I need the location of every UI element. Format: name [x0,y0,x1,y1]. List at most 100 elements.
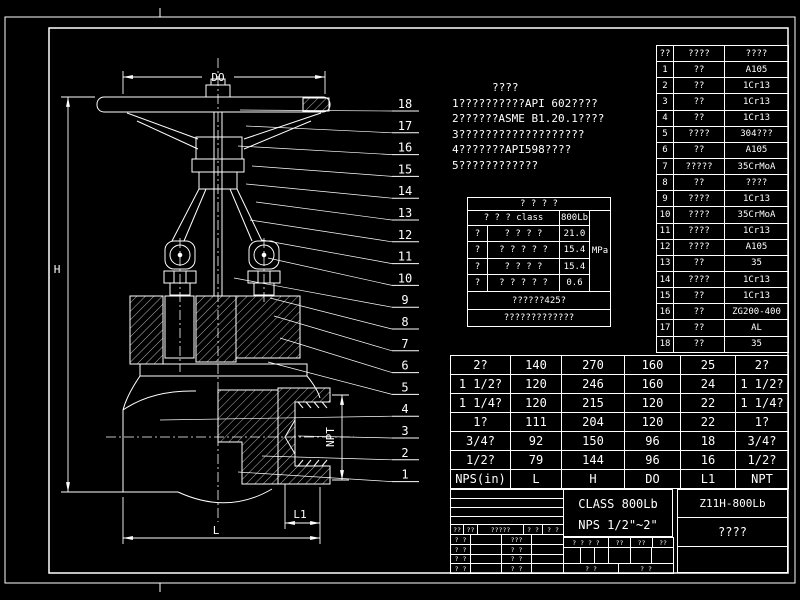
parts-table-row: 14????1Cr13 [656,270,789,289]
pressure-row-value: 15.4 [559,241,590,259]
callout-5: 5 [267,361,419,395]
dim-table-cell: 1 1/2? [735,374,789,394]
part-material-cell: 35 [724,335,789,353]
parts-table-row: 8?????? [656,174,789,192]
dim-table-cell: 22 [680,412,736,432]
pressure-row-label: ? [467,241,488,259]
callout-10: 10 [267,257,419,286]
parts-table-row: 12????A105 [656,238,789,256]
dim-table-cell: 150 [561,431,625,451]
pressure-row-label: ? [467,258,488,275]
dim-table-cell: 111 [510,412,562,432]
part-material-cell: 304??? [724,125,789,143]
callout-number: 16 [398,141,412,155]
parts-table-row: 5????304??? [656,125,789,143]
callout-number: 8 [401,315,408,329]
part-name-cell: ????? [673,157,725,176]
dim-table-header-cell: NPS(in) [450,469,511,489]
callout-number: 12 [398,228,412,242]
callout-2: 2 [261,446,419,461]
part-name-cell: ?? [673,61,725,79]
dim-table-cell: 140 [510,355,562,375]
part-name-cell: ???? [673,238,725,256]
pressure-row-label: ? [467,225,488,242]
dimension-do: DO [122,71,326,94]
part-name-cell: ?? [673,141,725,159]
part-number-cell: 7 [656,157,674,176]
part-number-cell: 13 [656,254,674,272]
notes-title: ???? [492,81,519,94]
handwheel [96,96,331,160]
part-name-cell: ???? [673,270,725,289]
callout-7: 7 [273,315,419,352]
callout-12: 12 [249,219,419,243]
dim-table-cell: 22 [680,393,736,413]
part-name-cell: ???? [673,206,725,224]
part-material-cell: 1Cr13 [724,93,789,111]
dim-table-cell: 1 1/2? [450,374,511,394]
parts-header-name: ???? [673,44,725,63]
parts-table-row: 2??1Cr13 [656,77,789,95]
callout-11: 11 [261,239,419,265]
part-number-cell: 15 [656,287,674,305]
dim-table-cell: 96 [624,450,681,470]
dim-table-cell: 1? [450,412,511,432]
part-number-cell: 9 [656,190,674,208]
part-material-cell: ???? [724,174,789,192]
note-line: 4???????API598???? [452,143,572,156]
part-material-cell: A105 [724,141,789,159]
callout-number: 2 [401,446,408,460]
part-material-cell: 1Cr13 [724,222,789,240]
parts-table-row: 10????35CrMoA [656,206,789,224]
dim-table-cell: 120 [624,412,681,432]
class-rating-box: CLASS 800Lb NPS 1/2"~2" [563,489,673,537]
callout-18: 18 [239,97,419,112]
callout-9: 9 [233,277,419,308]
callout-number: 17 [398,119,412,133]
class-rating-line1: CLASS 800Lb [578,497,658,511]
callout-number: 13 [398,206,412,220]
parts-table-row: 4??1Cr13 [656,109,789,127]
part-material-cell: 1Cr13 [724,270,789,289]
part-number-cell: 6 [656,141,674,159]
dimension-l1: L1 [284,484,320,529]
parts-header-material: ???? [724,44,789,63]
callout-number: 18 [398,97,412,111]
pressure-row-name: ? ? ? ? ? [487,274,560,292]
dim-table-cell: 120 [510,393,562,413]
dim-table-cell: 1/2? [735,450,789,470]
parts-table-row: 11????1Cr13 [656,222,789,240]
dim-table-cell: 2? [735,355,789,375]
dim-table-cell: 79 [510,450,562,470]
callout-number: 6 [401,359,408,373]
dim-table-header-cell: DO [624,469,681,489]
parts-table-row: 18??35 [656,335,789,353]
callout-number: 15 [398,162,412,176]
dim-l-label: L [213,524,220,537]
part-name-cell: ?? [673,77,725,95]
pressure-row-name: ? ? ? ? [487,225,560,242]
part-material-cell: ZG200-400 [724,303,789,321]
dim-table-cell: 204 [561,412,625,432]
dim-table-cell: 18 [680,431,736,451]
dim-table-cell: 25 [680,355,736,375]
part-material-cell: AL [724,319,789,337]
stem [191,78,245,296]
dim-table-header-cell: NPT [735,469,789,489]
callout-15: 15 [251,162,419,177]
dim-table-cell: 144 [561,450,625,470]
pressure-row-value: 0.6 [559,274,590,292]
part-material-cell: 1Cr13 [724,77,789,95]
pressure-class-value: 800Lb [559,210,590,226]
pressure-row-name: ? ? ? ? ? [487,241,560,259]
callout-1: 1 [237,468,419,483]
pressure-footer: ????????????? [467,309,611,327]
part-number-cell: 11 [656,222,674,240]
dim-table-cell: 92 [510,431,562,451]
pressure-unit: MPa [589,210,611,292]
dim-table-cell: 160 [624,374,681,394]
parts-table-row: 1??A105 [656,61,789,79]
